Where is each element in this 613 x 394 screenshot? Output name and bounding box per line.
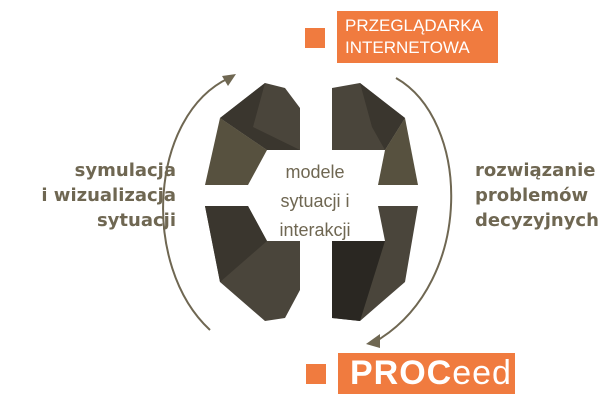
left-label: symulacja i wizualizacja sytuacji — [4, 158, 176, 233]
right-arrowhead-icon — [366, 334, 380, 348]
segment-top-right — [332, 83, 418, 185]
right-label-line-3: decyzyjnych — [475, 210, 599, 231]
segment-bottom-right — [332, 206, 418, 321]
segment-bottom-left — [205, 206, 300, 321]
bottom-marker-square — [306, 364, 326, 384]
bottom-label-strong: PROC — [350, 354, 453, 392]
top-label-line-1: PRZEGLĄDARKA — [345, 16, 483, 35]
left-label-line-1: symulacja — [74, 160, 176, 181]
center-label-line-3: interakcji — [279, 220, 351, 240]
top-label-line-2: INTERNETOWA — [345, 38, 470, 57]
center-label-line-2: sytuacji i — [280, 191, 350, 211]
left-label-line-2: i wizualizacja — [41, 185, 176, 206]
top-marker-square — [305, 28, 325, 48]
left-label-line-3: sytuacji — [96, 210, 176, 231]
right-label: rozwiązanie problemów decyzyjnych — [475, 158, 613, 233]
right-cycle-arrow — [377, 77, 453, 341]
center-label: modele sytuacji i interakcji — [240, 158, 390, 245]
segment-top-left — [205, 83, 300, 185]
left-arrowhead-icon — [222, 74, 236, 86]
left-cycle-arrow — [162, 77, 230, 331]
bottom-label-light: eed — [452, 354, 512, 392]
top-label-box: PRZEGLĄDARKA INTERNETOWA — [337, 11, 498, 63]
center-label-line-1: modele — [285, 162, 345, 182]
right-label-line-2: problemów — [475, 185, 589, 206]
right-label-line-1: rozwiązanie — [475, 160, 596, 181]
bottom-label-box: PROCeed — [338, 353, 515, 394]
